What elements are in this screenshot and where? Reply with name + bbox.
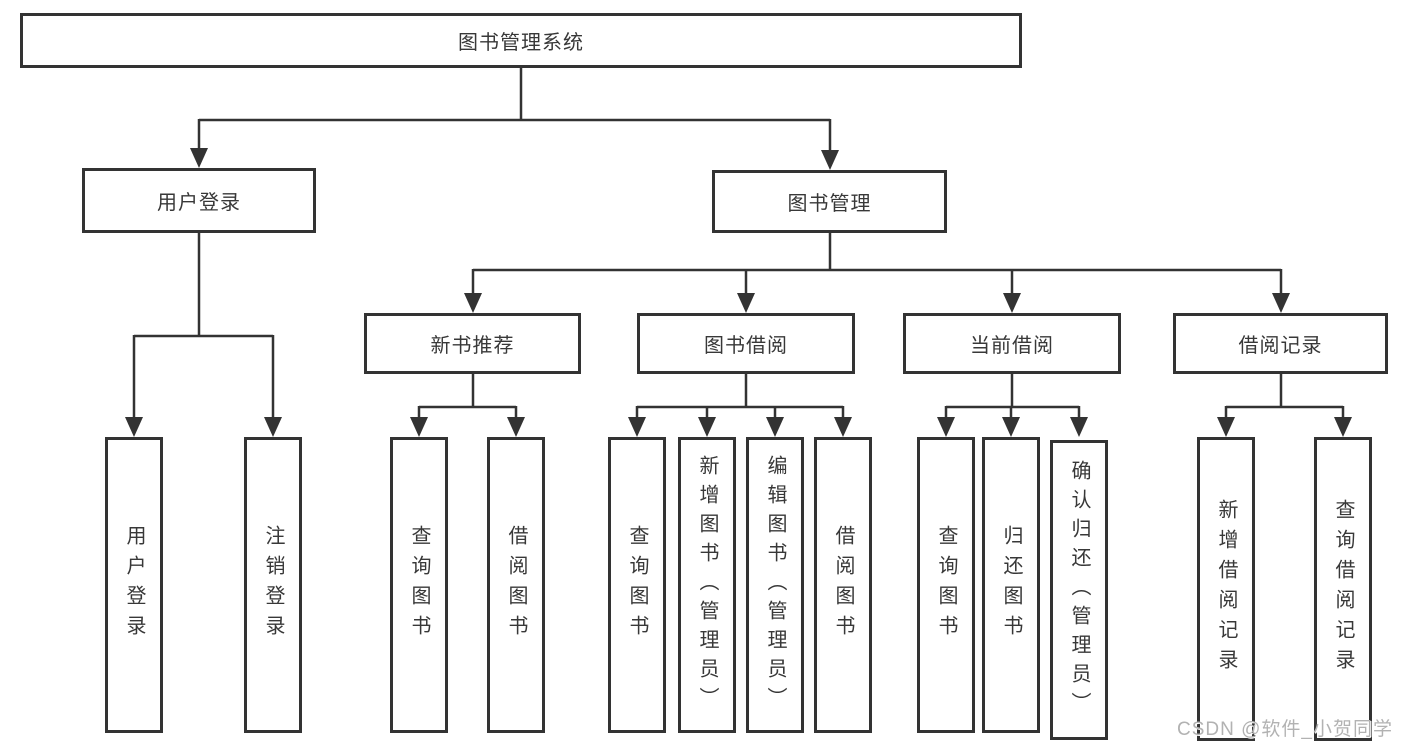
- leaf-records-query-record-label: 查询借阅记录: [1332, 499, 1354, 679]
- leaf-borrowing-add-books-admin: 新增图书（管理员）: [678, 437, 736, 733]
- leaf-records-add-record: 新增借阅记录: [1197, 437, 1255, 741]
- leaf-records-query-record: 查询借阅记录: [1314, 437, 1372, 741]
- leaf-current-return-books: 归还图书: [982, 437, 1040, 733]
- leaf-borrowing-edit-books-admin-label: 编辑图书（管理员）: [764, 454, 786, 716]
- leaf-borrowing-add-books-admin-label: 新增图书（管理员）: [696, 454, 718, 716]
- leaf-borrowing-borrow-books-label: 借阅图书: [832, 525, 854, 645]
- node-book-management: 图书管理: [712, 170, 947, 233]
- node-new-book-recommend: 新书推荐: [364, 313, 581, 374]
- leaf-logout-login: 注销登录: [244, 437, 302, 733]
- leaf-recommend-query-books: 查询图书: [390, 437, 448, 733]
- leaf-records-add-record-label: 新增借阅记录: [1215, 499, 1237, 679]
- csdn-watermark: CSDN @软件_小贺同学: [1177, 719, 1393, 740]
- leaf-current-confirm-return-admin-label: 确认归还（管理员）: [1068, 459, 1090, 721]
- leaf-recommend-borrow-books: 借阅图书: [487, 437, 545, 733]
- leaf-borrowing-borrow-books: 借阅图书: [814, 437, 872, 733]
- node-user-login: 用户登录: [82, 168, 316, 233]
- leaf-user-login: 用户登录: [105, 437, 163, 733]
- leaf-borrowing-edit-books-admin: 编辑图书（管理员）: [746, 437, 804, 733]
- leaf-current-query-books: 查询图书: [917, 437, 975, 733]
- leaf-borrowing-query-books: 查询图书: [608, 437, 666, 733]
- leaf-current-return-books-label: 归还图书: [1000, 525, 1022, 645]
- leaf-current-confirm-return-admin: 确认归还（管理员）: [1050, 440, 1108, 740]
- node-current-borrowing: 当前借阅: [903, 313, 1121, 374]
- leaf-current-query-books-label: 查询图书: [935, 525, 957, 645]
- node-borrowing-records: 借阅记录: [1173, 313, 1388, 374]
- node-library-system: 图书管理系统: [20, 13, 1022, 68]
- leaf-user-login-label: 用户登录: [123, 525, 145, 645]
- leaf-recommend-query-books-label: 查询图书: [408, 525, 430, 645]
- leaf-borrowing-query-books-label: 查询图书: [626, 525, 648, 645]
- node-book-borrowing: 图书借阅: [637, 313, 855, 374]
- leaf-logout-login-label: 注销登录: [262, 525, 284, 645]
- leaf-recommend-borrow-books-label: 借阅图书: [505, 525, 527, 645]
